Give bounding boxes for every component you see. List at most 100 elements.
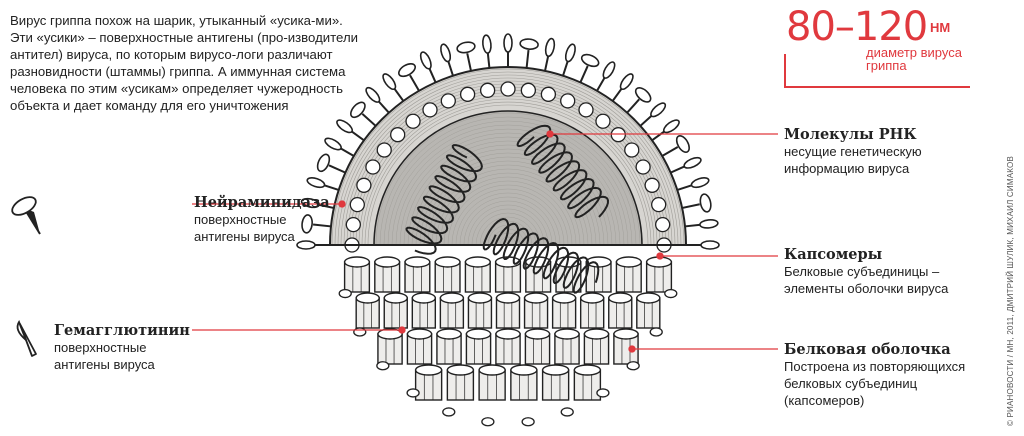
capsomere-top — [524, 328, 551, 340]
capsomere-ring — [344, 81, 672, 253]
size-value: 80–120 — [786, 4, 928, 50]
capsomere-cell — [644, 177, 660, 193]
capsomere-cell — [365, 159, 381, 175]
bottom-spike — [521, 417, 535, 427]
virus-cross-section — [328, 66, 688, 253]
hemagglutinin-spike — [481, 34, 492, 54]
capsomere-top — [343, 256, 371, 268]
capsomere-cell — [610, 127, 626, 143]
label-capsomeres-sub: Белковые субъединицы – элементы оболочки… — [784, 264, 949, 296]
leader-dot-capsomeres — [656, 252, 664, 260]
bottom-spike — [626, 361, 640, 371]
bottom-spike — [560, 407, 574, 417]
capsomere-top — [608, 292, 633, 304]
hemagglutinin-spike — [699, 218, 719, 229]
hemagglutinin-spike — [564, 43, 576, 63]
capsomere-top — [406, 328, 433, 340]
size-block: 80–120 НМ диаметр вируса гриппа — [782, 4, 972, 88]
capsomere-cell — [578, 102, 594, 118]
rna-molecules — [405, 124, 610, 294]
label-rna: Молекулы РНК несущие генетическую информ… — [784, 126, 922, 177]
size-description: диаметр вируса гриппа — [866, 45, 962, 73]
hemagglutinin-spike — [365, 86, 381, 103]
hemagglutinin-spike — [619, 73, 634, 91]
capsomere-top — [465, 328, 492, 340]
label-shell: Белковая оболочка Построена из повторяющ… — [784, 341, 965, 409]
hemagglutinin-spike — [382, 73, 397, 91]
bottom-spike — [406, 388, 420, 398]
bottom-spike — [338, 288, 352, 299]
hemagglutinin-spike — [544, 37, 556, 58]
bottom-spike — [353, 327, 367, 337]
capsomere-cell — [624, 142, 640, 158]
neuraminidase-spike — [316, 153, 331, 173]
rna-coil — [405, 144, 483, 255]
capsomere-cell — [349, 196, 365, 213]
label-neuraminidase-title: Нейраминидаза — [194, 194, 330, 211]
label-capsomeres: Капсомеры Белковые субъединицы – элемент… — [784, 246, 948, 297]
hemagglutinin-spike — [296, 240, 316, 250]
hemagglutinin-spike — [700, 240, 720, 250]
hemagglutinin-spike — [419, 51, 432, 70]
label-neuraminidase-sub: поверхностные антигены вируса — [194, 212, 295, 244]
capsomere-top — [436, 328, 462, 340]
label-capsomeres-title: Капсомеры — [784, 246, 883, 263]
label-rna-title: Молекулы РНК — [784, 126, 917, 143]
neuraminidase-spike — [519, 38, 539, 50]
capsomere-top — [495, 292, 521, 304]
hemagglutinin-spike — [300, 197, 321, 209]
capsomere-cell — [500, 81, 516, 97]
capsomere-top — [478, 364, 506, 376]
capsomere-top — [414, 364, 443, 376]
capsomere-top — [374, 256, 401, 268]
neuraminidase-spike — [301, 214, 313, 234]
capsomere-cell — [459, 86, 476, 102]
capsomere-top — [579, 292, 605, 304]
bottom-spike — [481, 417, 495, 427]
capsomere-top — [404, 256, 431, 268]
capsomere-cell — [651, 196, 667, 213]
capsomere-cell — [479, 82, 496, 98]
capsomere-top — [495, 328, 521, 340]
hemagglutinin-spike — [440, 43, 452, 63]
capsomere-top — [551, 292, 577, 304]
leader-dot-shell — [628, 345, 636, 353]
hemagglutinin-spike — [306, 177, 326, 189]
hemagglutinin-spike — [503, 33, 513, 53]
size-rule-horizontal — [784, 86, 970, 88]
capsomere-top — [615, 256, 642, 268]
neuraminidase-spike — [675, 135, 690, 153]
label-neuraminidase: Нейраминидаза поверхностные антигены вир… — [194, 194, 330, 245]
capsomere-cell — [356, 177, 372, 193]
label-hemagglutinin-title: Гемагглютинин — [54, 322, 190, 339]
capsomere-cell — [595, 113, 611, 129]
capsomere-top — [434, 256, 461, 268]
capsomere-top — [541, 364, 570, 376]
capsomere-top — [446, 364, 475, 376]
label-hemagglutinin-sub: поверхностные антигены вируса — [54, 340, 155, 372]
neuraminidase-spike — [350, 101, 366, 119]
capsomere-top — [411, 292, 437, 304]
neuraminidase-spike — [699, 193, 712, 213]
capsomere-top — [377, 328, 403, 340]
capsomere-cell — [440, 93, 456, 109]
capsomere-top — [523, 292, 549, 304]
capsomere-cell — [345, 216, 361, 233]
hemagglutinin-spike — [690, 177, 710, 189]
label-rna-sub: несущие генетическую информацию вируса — [784, 144, 922, 176]
leader-dot-rna — [546, 130, 554, 138]
capsomere-cell — [655, 216, 671, 233]
neuraminidase-icon — [11, 196, 41, 235]
inner-core — [373, 110, 643, 246]
lower-capsomere-shell — [338, 256, 678, 427]
capsomere-top — [383, 292, 408, 304]
capsomere-top — [467, 292, 493, 304]
bottom-spike — [649, 327, 663, 337]
capsomere-top — [573, 364, 602, 376]
hemagglutinin-spike — [683, 156, 702, 169]
leader-lines — [192, 130, 778, 353]
bottom-spike — [376, 361, 390, 371]
bottom-spike — [664, 288, 678, 299]
hemagglutinin-spike — [336, 119, 354, 134]
